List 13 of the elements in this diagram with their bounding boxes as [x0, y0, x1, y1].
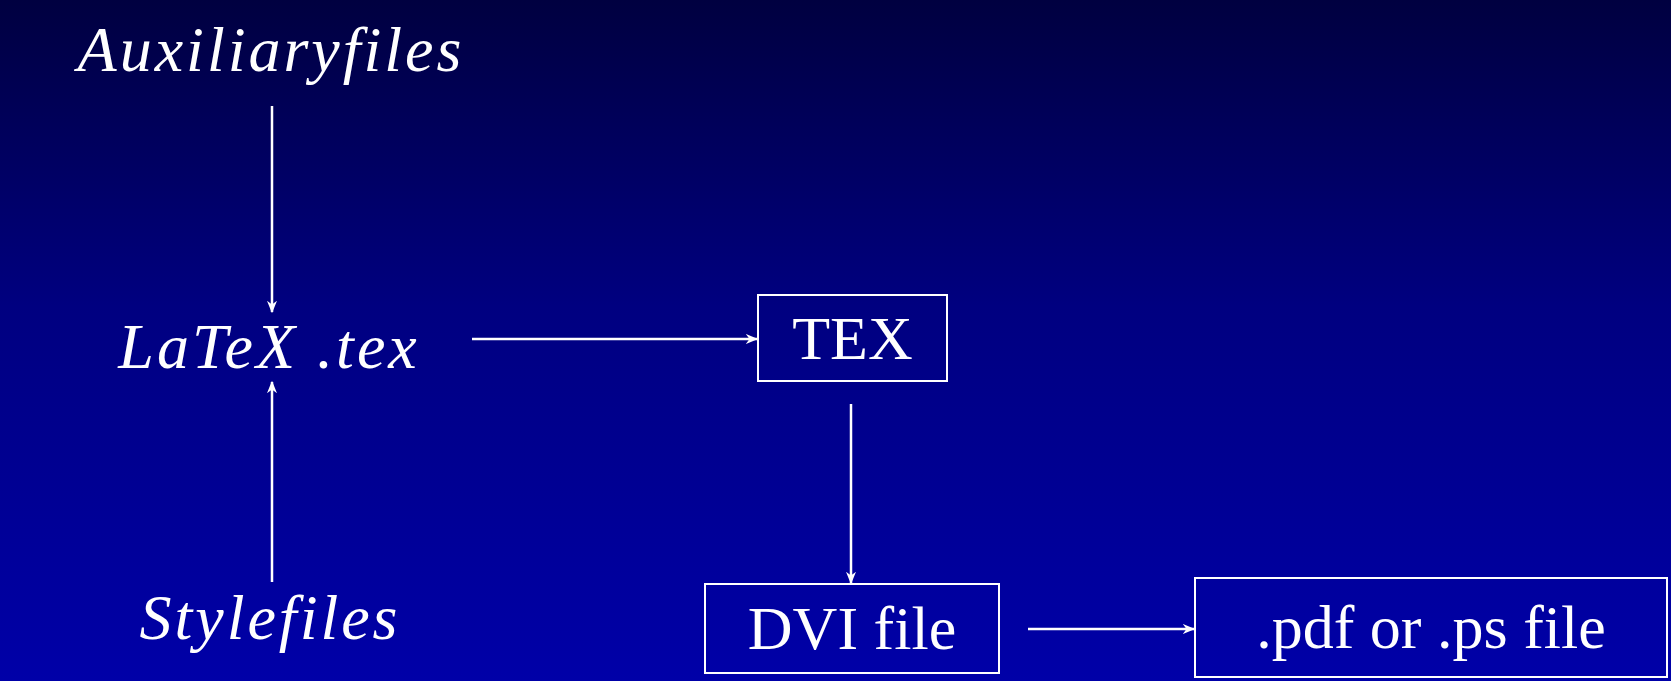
process-box — [1194, 577, 1668, 678]
arrow — [267, 106, 277, 314]
arrow — [1028, 624, 1196, 634]
box-label: DVI file — [747, 593, 957, 664]
box-label: TEX — [792, 302, 913, 374]
process-box — [757, 294, 948, 382]
box-label: .pdf or .ps file — [1256, 592, 1606, 663]
arrow — [846, 404, 856, 585]
arrow — [472, 334, 759, 344]
arrow — [267, 380, 277, 582]
file-label: LaTeX .tex — [118, 310, 420, 384]
process-box — [704, 583, 1000, 674]
file-label: Stylefiles — [139, 581, 401, 655]
